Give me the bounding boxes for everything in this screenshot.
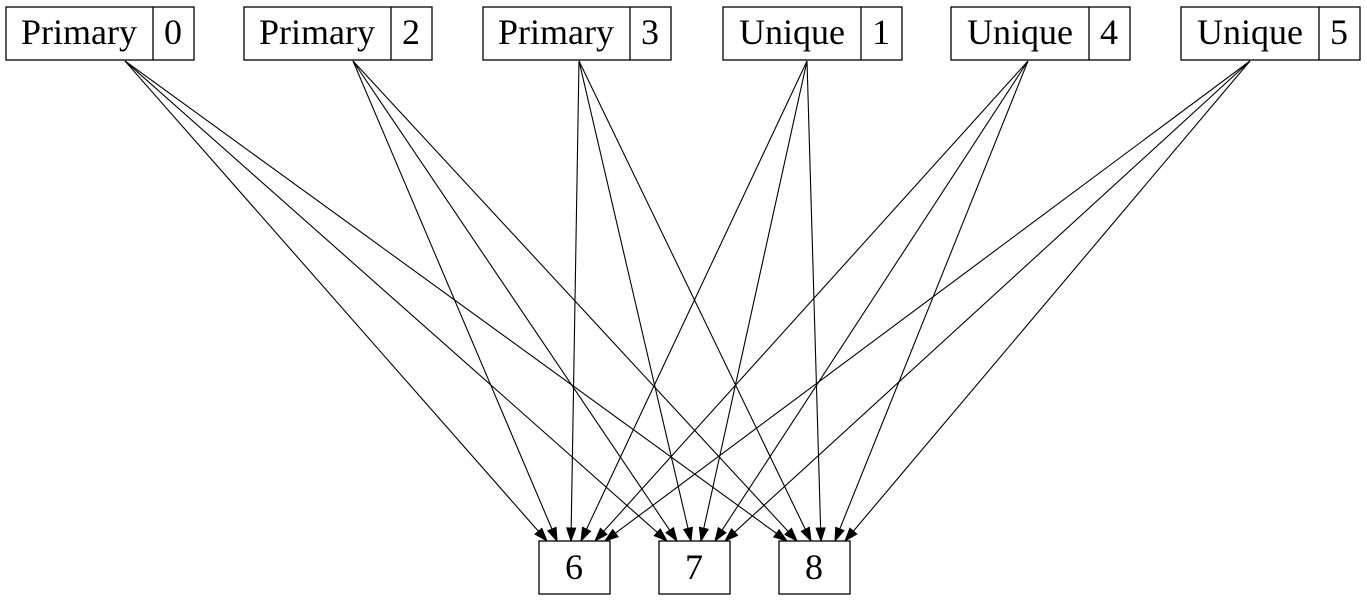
source-node-id-label: 5 <box>1330 12 1348 52</box>
edge-line <box>852 60 1251 532</box>
target-node-6[interactable]: 6 <box>538 540 611 595</box>
edge-line <box>586 60 808 530</box>
edge-line <box>734 60 1251 533</box>
source-node-type-label: Primary <box>498 12 614 52</box>
arrowhead-icon <box>534 527 549 543</box>
edge-2-to-8 <box>352 60 799 543</box>
edge-line <box>603 60 1029 532</box>
source-node-4[interactable]: Unique 4 <box>950 6 1131 61</box>
source-node-id-label: 4 <box>1100 12 1118 52</box>
edge-3-to-7 <box>578 60 693 543</box>
edge-2-to-7 <box>352 60 678 543</box>
arrowhead-icon <box>714 526 727 543</box>
target-node-label: 8 <box>805 547 823 587</box>
edge-line <box>703 60 808 529</box>
edge-line <box>352 60 671 531</box>
edge-2-to-6 <box>352 60 558 543</box>
edge-line <box>124 60 539 532</box>
source-node-type-label: Unique <box>967 12 1073 52</box>
edge-0-to-7 <box>124 60 669 543</box>
edge-1-to-8 <box>806 60 826 543</box>
edge-line <box>806 60 822 529</box>
arrowhead-icon <box>772 528 789 542</box>
arrowhead-icon <box>603 528 619 542</box>
edge-line <box>721 60 1029 531</box>
edge-line <box>570 60 580 529</box>
edge-3-to-8 <box>578 60 812 543</box>
source-node-5[interactable]: Unique 5 <box>1180 6 1361 61</box>
edge-3-to-6 <box>566 60 580 543</box>
source-node-1[interactable]: Unique 1 <box>722 6 903 61</box>
edge-line <box>615 60 1251 534</box>
source-node-id-label: 3 <box>641 12 659 52</box>
arrowhead-icon <box>566 527 577 543</box>
target-node-7[interactable]: 7 <box>658 540 731 595</box>
source-node-id-label: 2 <box>402 12 420 52</box>
arrowhead-icon <box>844 527 858 543</box>
arrowhead-icon <box>546 526 558 543</box>
arrowhead-icon <box>682 526 693 543</box>
nodes: Primary 0 Primary 2 Primary 3 Unique 1 <box>5 6 1361 595</box>
edge-line <box>352 60 553 530</box>
arrowhead-icon <box>784 527 799 543</box>
arrowhead-icon <box>834 526 845 543</box>
edge-4-to-6 <box>593 60 1029 543</box>
source-node-type-label: Unique <box>1197 12 1303 52</box>
source-node-3[interactable]: Primary 3 <box>482 6 672 61</box>
source-node-id-label: 1 <box>872 12 890 52</box>
edge-line <box>578 60 689 529</box>
edge-4-to-7 <box>714 60 1029 543</box>
edges <box>124 60 1251 543</box>
arrowhead-icon <box>698 526 709 543</box>
arrowhead-icon <box>723 528 739 543</box>
target-node-label: 6 <box>565 547 583 587</box>
edge-line <box>352 60 789 532</box>
target-node-label: 7 <box>685 547 703 587</box>
arrowhead-icon <box>580 526 592 543</box>
edge-line <box>124 60 658 533</box>
edge-0-to-8 <box>124 60 789 542</box>
arrowhead-icon <box>800 526 812 543</box>
edge-1-to-6 <box>580 60 808 543</box>
edge-5-to-7 <box>723 60 1251 543</box>
source-node-id-label: 0 <box>164 12 182 52</box>
edge-5-to-6 <box>603 60 1251 542</box>
edge-4-to-8 <box>834 60 1029 543</box>
source-node-type-label: Primary <box>259 12 375 52</box>
edge-0-to-6 <box>124 60 549 543</box>
arrowhead-icon <box>593 527 608 543</box>
arrowhead-icon <box>653 528 669 543</box>
arrowhead-icon <box>665 526 678 543</box>
source-node-type-label: Unique <box>739 12 845 52</box>
target-node-8[interactable]: 8 <box>778 540 851 595</box>
edge-5-to-8 <box>844 60 1251 543</box>
arrowhead-icon <box>815 527 826 543</box>
edge-line <box>124 60 777 534</box>
edge-1-to-7 <box>698 60 808 543</box>
source-node-0[interactable]: Primary 0 <box>5 6 195 61</box>
source-node-2[interactable]: Primary 2 <box>243 6 433 61</box>
edge-line <box>839 60 1029 530</box>
source-node-type-label: Primary <box>21 12 137 52</box>
edge-line <box>578 60 806 530</box>
